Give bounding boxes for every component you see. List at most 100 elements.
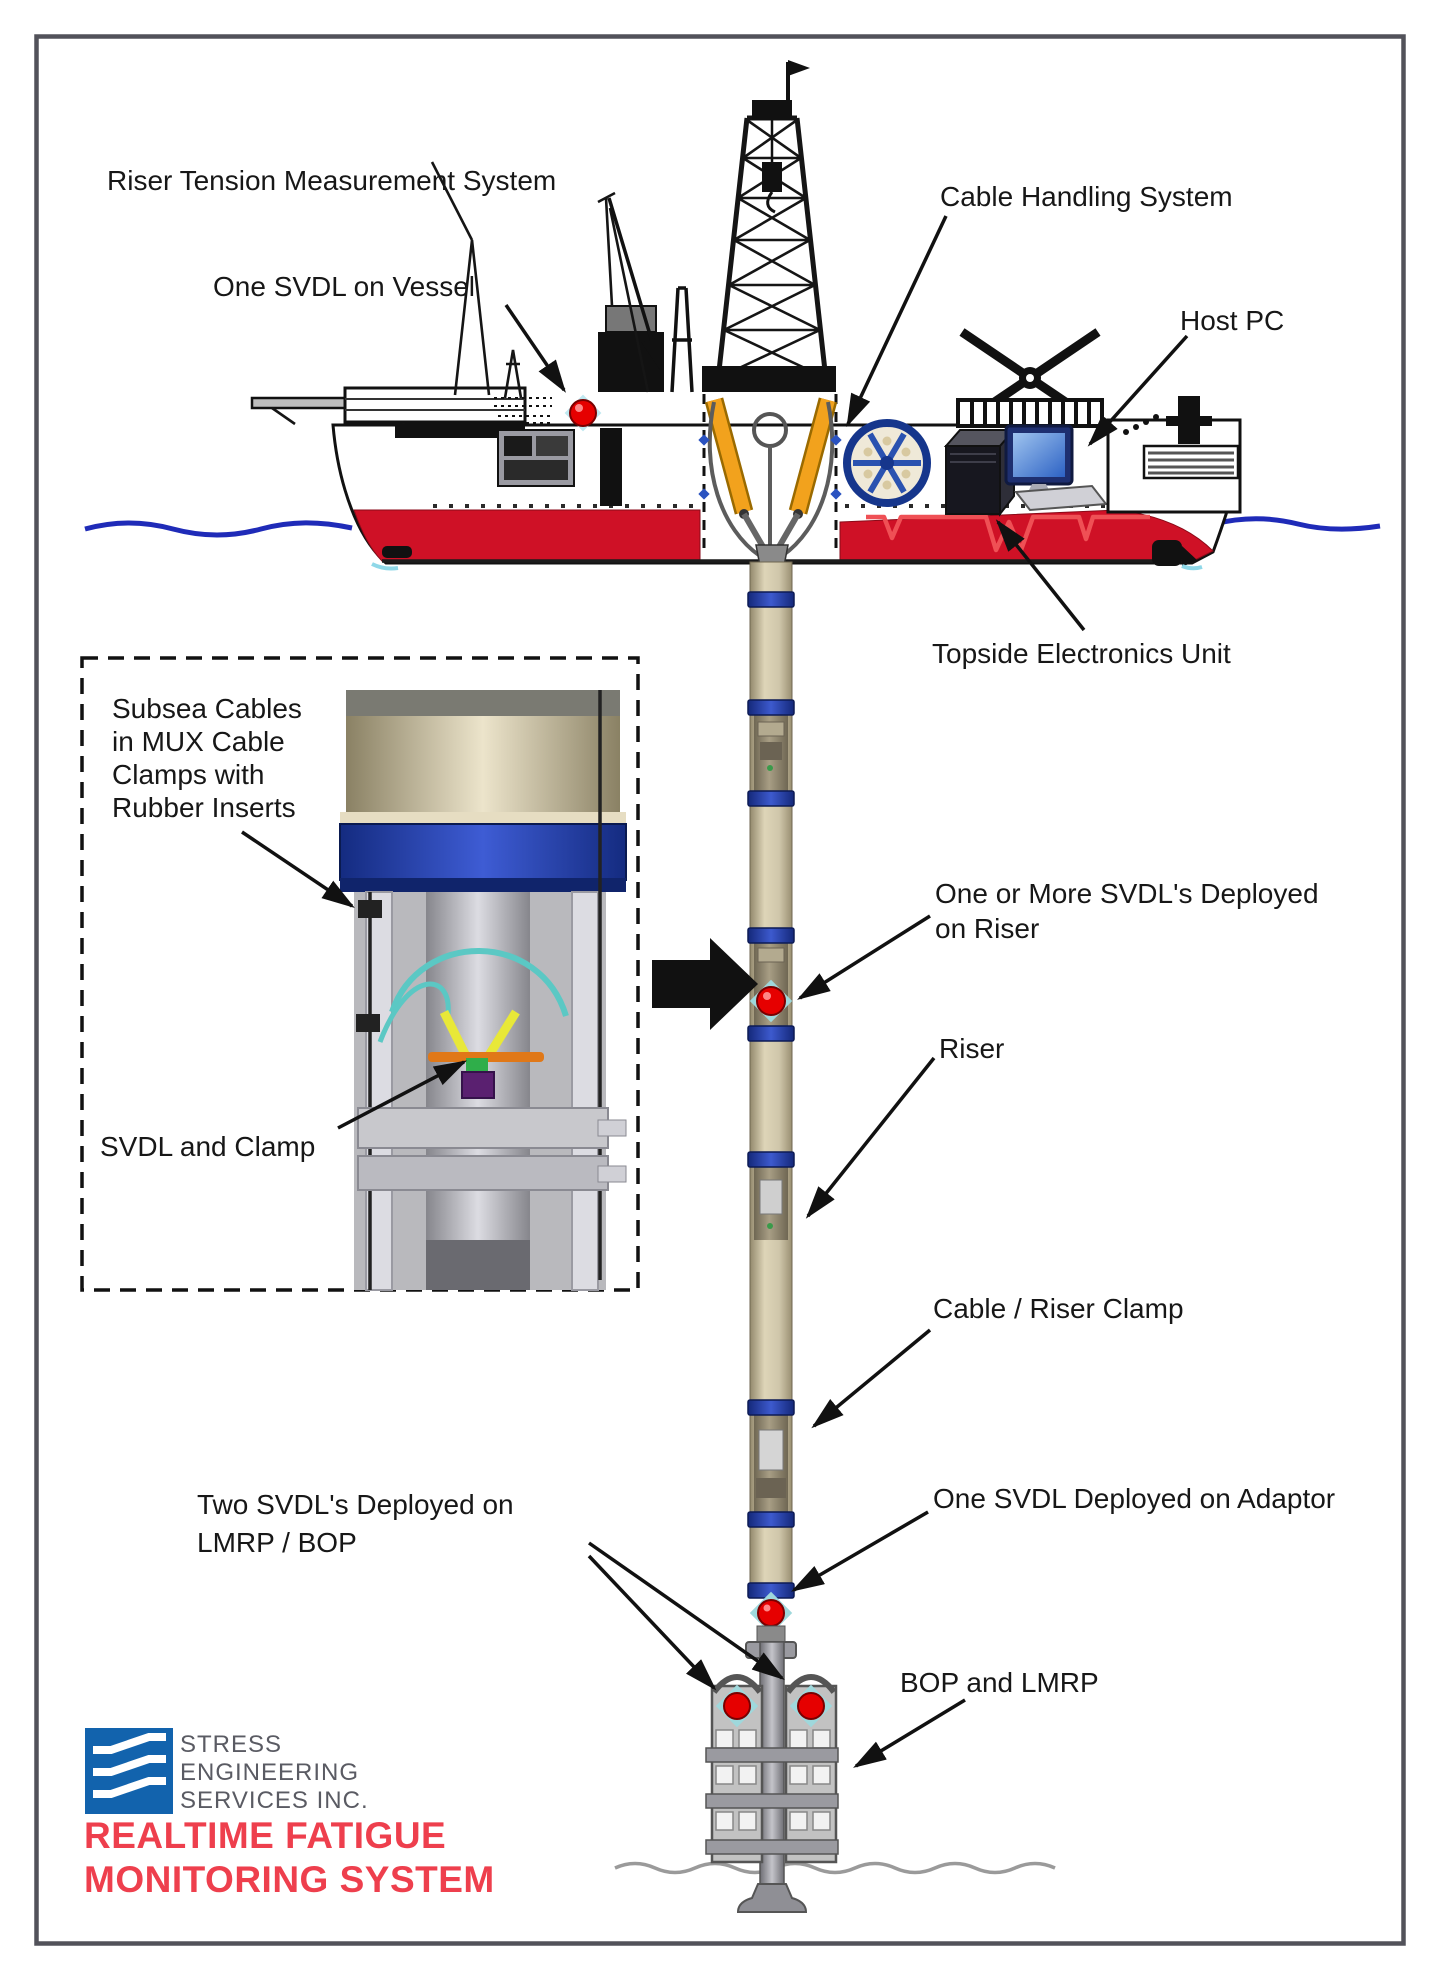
riser-band [747,927,795,944]
svdl-dot-bop-left [723,1692,751,1720]
guide-marker [830,434,842,446]
inset-blue-collar [339,823,627,881]
logo-block: STRESS ENGINEERING SERVICES INC. REALTIM… [84,1728,495,1900]
leader-subsea-cables [241,830,355,908]
pennant-icon [788,60,810,76]
clamp-canister [758,1429,784,1471]
waterline-right [1213,516,1381,532]
container-door [504,460,568,480]
inset-post-right [571,891,599,1291]
module [812,1729,831,1749]
bop-stack [705,1591,839,1913]
inset-orange-bar [428,1052,544,1062]
inset-caption-line4: Rubber Inserts [112,792,296,823]
riser-band [747,1025,795,1042]
inset-riser-tube [346,716,620,812]
label-cable-handling: Cable Handling System [940,181,1233,212]
bop-modules [715,1729,831,1831]
svdl-dot-riser [756,986,786,1016]
adaptor-neck [756,1625,786,1643]
label-riser: Riser [939,1033,1004,1064]
spray-accents [371,562,1203,571]
leader-riser-tension [607,197,662,372]
svdl-highlight [763,1604,771,1612]
module [789,1729,808,1749]
guide-marker [698,488,710,500]
logo-stripe [93,1755,166,1776]
drill-floor [702,366,836,392]
derrick-icon [702,60,836,392]
inset-panel [80,656,640,1292]
joint-canister [759,1179,783,1215]
inset-caption-line1: Subsea Cables [112,693,302,724]
pipe-rack [956,398,1104,428]
module [789,1765,808,1785]
vent-slats [1148,451,1234,475]
svdl-vessel-marker [564,394,602,432]
inset-cable-clamp [358,900,382,918]
logo-company-line1: STRESS [180,1731,282,1758]
leader-topside-unit [995,519,1086,632]
reel-dot [863,447,873,457]
antenna-dot [1133,424,1139,430]
label-one-svdl-vessel: One SVDL on Vessel [213,271,475,302]
moonpool [698,394,842,567]
box-front [945,445,1001,515]
leader-bop-lmrp [853,1698,966,1768]
inset-caption-line3: Clamps with [112,759,264,790]
module [715,1729,734,1749]
reel-dot [882,436,892,446]
bop-band [705,1747,839,1763]
riser-joint-clamp [754,1415,788,1512]
flare-tower-icon [670,286,694,393]
reel-dot [901,447,911,457]
label-svdl-and-clamp: SVDL and Clamp [100,1131,315,1162]
drillship [250,60,1242,571]
inset-tube-shadow [426,1240,530,1290]
module [812,1765,831,1785]
module [715,1811,734,1831]
moonpool-walls [702,394,838,556]
module [738,1811,757,1831]
system-title-line2: MONITORING SYSTEM [84,1859,495,1900]
pipe-crane-icon [956,328,1104,428]
stern-mast-cap [1166,416,1212,426]
moonpool-door [600,428,622,506]
svdl-dot-bop-right [797,1692,825,1720]
box-vents [950,453,996,463]
reel-dot [901,469,911,479]
logo-stripe [93,1777,166,1798]
propeller-icon [1152,540,1182,566]
frame-arch [785,1674,837,1694]
label-svdl-riser-line2: on Riser [935,913,1039,944]
svdl-dot-adaptor [757,1599,785,1627]
bop-band [705,1793,839,1809]
riser-joint-svdl [749,943,793,1026]
topside-electronics-box [943,427,1017,517]
leader-host-pc [1087,334,1189,447]
x-knot-center [1026,374,1034,382]
label-riser-tension: Riser Tension Measurement System [107,165,556,196]
stern-superstructure [1106,396,1242,514]
foremast-icon [503,349,523,399]
leader-two-svdl-right [587,1541,785,1681]
riser-band [747,790,795,807]
antenna-dot [1153,414,1159,420]
container-door [504,436,532,456]
joint-detail [757,947,785,963]
riser-tensioners [707,398,835,514]
inset-svdl-box [461,1071,495,1099]
reel-spokes [853,432,921,494]
label-svdl-riser-line1: One or More SVDL's Deployed [935,878,1319,909]
leader-two-svdl-left [587,1554,717,1691]
logo-company-line2: ENGINEERING [180,1759,359,1786]
bop-band [705,1839,839,1855]
crown-block [752,100,792,120]
svdl-dot-vessel [569,399,597,427]
container-door [536,436,568,456]
keyboard-icon [1014,484,1108,512]
antenna-dot [1143,419,1149,425]
guide-marker [698,434,710,446]
frame-arch [711,1674,763,1694]
